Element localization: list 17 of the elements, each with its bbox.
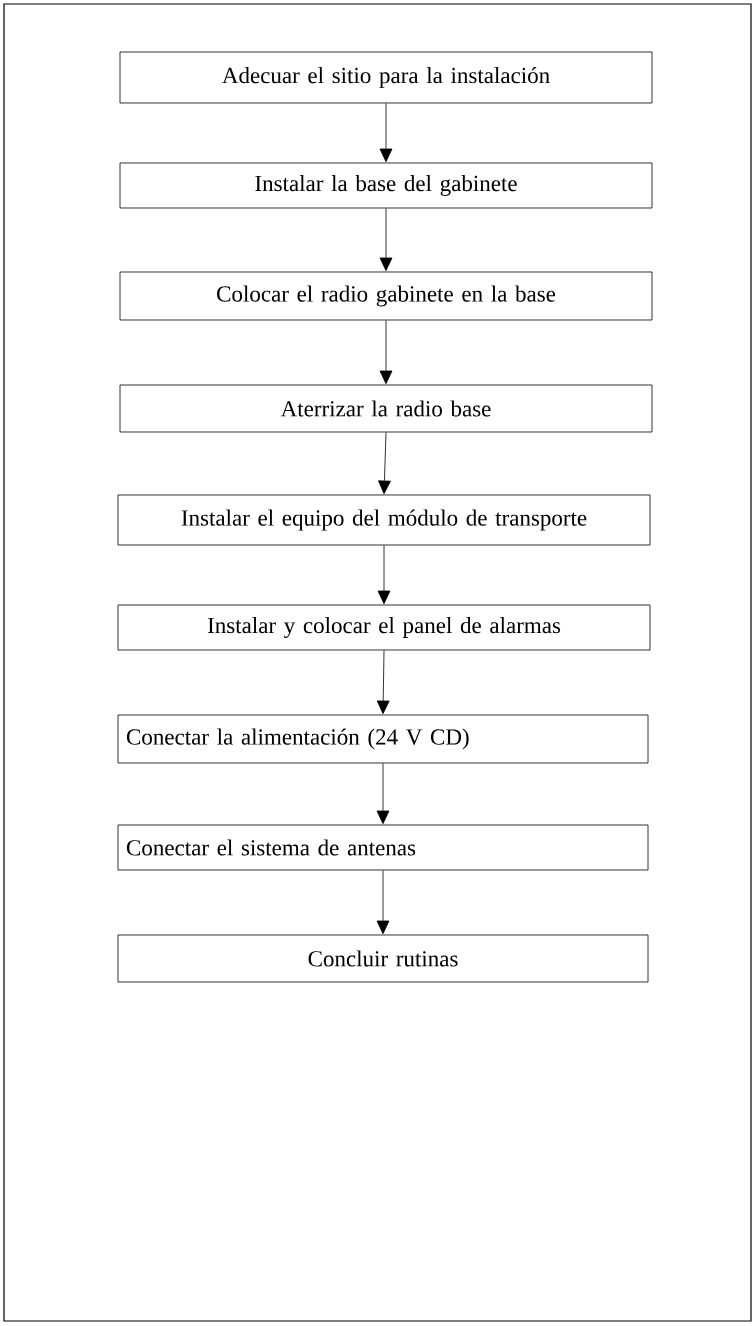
process-box: Instalar la base del gabinete bbox=[119, 162, 653, 209]
arrow bbox=[378, 432, 391, 495]
process-box: Conectar la alimentación (24 V CD) bbox=[117, 714, 649, 764]
arrow bbox=[376, 650, 390, 715]
process-box: Adecuar el sitio para la instalación bbox=[119, 51, 653, 104]
arrow bbox=[379, 208, 393, 272]
process-box: Aterrizar la radio base bbox=[119, 384, 653, 433]
process-box: Instalar y colocar el panel de alarmas bbox=[117, 604, 651, 651]
arrow bbox=[376, 763, 390, 825]
arrow bbox=[379, 103, 393, 163]
process-box: Colocar el radio gabinete en la base bbox=[119, 271, 653, 321]
arrow bbox=[379, 320, 393, 385]
arrow bbox=[377, 545, 391, 605]
process-box: Concluir rutinas bbox=[117, 934, 649, 983]
arrow bbox=[376, 870, 390, 935]
process-box: Conectar el sistema de antenas bbox=[117, 824, 649, 871]
process-box: Instalar el equipo del módulo de transporte bbox=[117, 494, 651, 546]
